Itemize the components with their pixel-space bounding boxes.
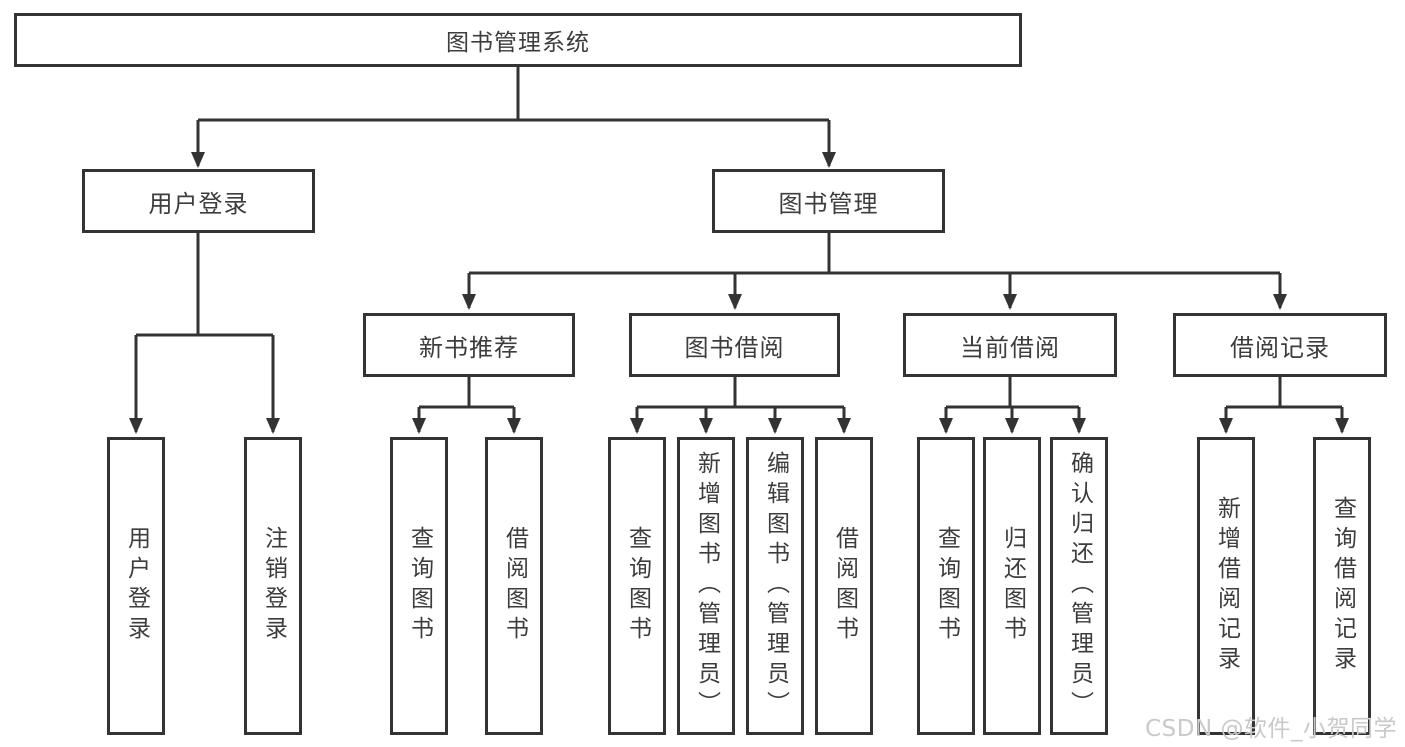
node-borrowing-records: 借阅记录 [1173, 313, 1387, 377]
leaf-confirm-return-admin: 确认归还（管理员） [1050, 437, 1108, 735]
leaf-query-books-borrowing: 查询图书 [608, 437, 666, 735]
leaf-borrow-books-borrowing: 借阅图书 [815, 437, 873, 735]
leaf-borrow-books-recommend: 借阅图书 [485, 437, 543, 735]
node-current-borrowing: 当前借阅 [903, 313, 1117, 377]
node-book-management: 图书管理 [712, 169, 945, 233]
node-book-borrowing: 图书借阅 [629, 313, 840, 377]
leaf-return-books: 归还图书 [983, 437, 1041, 735]
leaf-query-books-recommend: 查询图书 [390, 437, 448, 735]
leaf-add-borrow-record: 新增借阅记录 [1197, 437, 1255, 735]
node-new-book-recommendation: 新书推荐 [363, 313, 575, 377]
leaf-add-books-admin: 新增图书（管理员） [677, 437, 735, 735]
leaf-query-borrow-record: 查询借阅记录 [1313, 437, 1371, 735]
leaf-edit-books-admin: 编辑图书（管理员） [746, 437, 804, 735]
leaf-query-books-current: 查询图书 [917, 437, 975, 735]
leaf-logout: 注销登录 [244, 437, 302, 735]
node-root-system: 图书管理系统 [14, 13, 1022, 67]
leaf-user-login: 用户登录 [107, 437, 165, 735]
node-user-login: 用户登录 [82, 169, 315, 233]
csdn-watermark: CSDN @软件_小贺同学 [1145, 716, 1397, 742]
